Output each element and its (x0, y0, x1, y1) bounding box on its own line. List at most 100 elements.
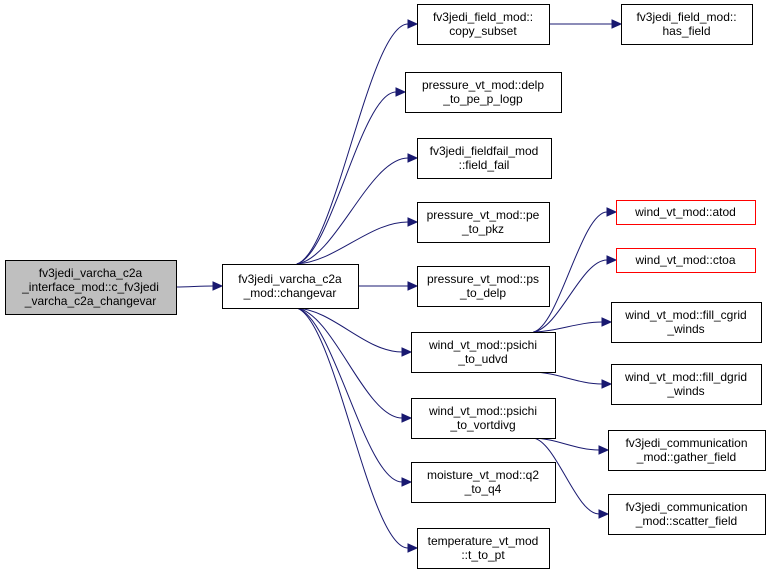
arrowhead-icon (601, 379, 613, 389)
node-box (411, 462, 556, 503)
node-label-line: _mod::gather_field (636, 450, 736, 464)
arrowhead-icon (401, 347, 413, 357)
arrowhead-icon (407, 19, 419, 29)
node-box (417, 202, 550, 243)
node-delp-to-pe[interactable]: pressure_vt_mod::delp_to_pe_p_logp (405, 72, 562, 113)
arrowhead-icon (598, 445, 610, 455)
node-label-line: wind_vt_mod::ctoa (634, 253, 735, 267)
node-label-line: _to_delp (459, 286, 506, 300)
edge-changevar-to-psichi_to_udvd (296, 307, 403, 353)
node-label-line: fv3jedi_field_mod:: (636, 10, 736, 24)
node-box (616, 200, 756, 225)
node-scatter-field[interactable]: fv3jedi_communication_mod::scatter_field (608, 494, 766, 535)
node-box (611, 302, 762, 343)
node-box (608, 430, 766, 471)
node-label-line: wind_vt_mod::psichi (428, 404, 537, 418)
node-q2-to-q4[interactable]: moisture_vt_mod::q2_to_q4 (411, 462, 556, 503)
arrowhead-icon (407, 217, 419, 227)
edge-psichi_to_udvd-to-fill_dgrid (533, 371, 603, 385)
node-copy-subset[interactable]: fv3jedi_field_mod::copy_subset (417, 4, 550, 45)
arrowhead-icon (407, 153, 419, 163)
arrowhead-icon (407, 281, 419, 291)
node-label-line: _mod::changevar (243, 286, 337, 300)
node-fill-dgrid[interactable]: wind_vt_mod::fill_dgrid_winds (611, 364, 762, 405)
node-label-line: fv3jedi_field_mod:: (433, 10, 533, 24)
node-box (608, 494, 766, 535)
node-ps-to-delp[interactable]: pressure_vt_mod::ps_to_delp (417, 266, 550, 307)
node-label-line: wind_vt_mod::atod (634, 205, 736, 219)
edge-psichi_to_udvd-to-fill_cgrid (533, 321, 603, 333)
edge-changevar-to-field_fail (296, 157, 409, 265)
node-atod[interactable]: wind_vt_mod::atod (616, 200, 756, 225)
node-box (621, 4, 753, 45)
node-has-field[interactable]: fv3jedi_field_mod::has_field (621, 4, 753, 45)
node-label-line: moisture_vt_mod::q2 (427, 468, 539, 482)
node-label-line: _to_q4 (464, 482, 502, 496)
arrowhead-icon (401, 477, 413, 487)
node-label-line: ::field_fail (459, 158, 510, 172)
nodes-layer: fv3jedi_varcha_c2a_interface_mod::c_fv3j… (5, 4, 766, 569)
arrowhead-icon (598, 509, 610, 519)
node-box (417, 138, 552, 179)
node-box (417, 4, 550, 45)
node-label-line: wind_vt_mod::fill_cgrid (624, 308, 746, 322)
arrowhead-icon (601, 317, 613, 327)
node-box (417, 266, 550, 307)
node-box (5, 260, 177, 315)
node-label-line: _interface_mod::c_fv3jedi (21, 280, 159, 294)
node-label-line: temperature_vt_mod (428, 534, 539, 548)
node-box (222, 264, 359, 309)
edge-psichi_to_udvd-to-ctoa (533, 259, 608, 333)
edge-root-to-changevar (175, 285, 214, 288)
node-changevar[interactable]: fv3jedi_varcha_c2a_mod::changevar (222, 264, 359, 309)
node-label-line: pressure_vt_mod::delp (422, 78, 544, 92)
edge-changevar-to-copy_subset (296, 23, 409, 265)
node-gather-field[interactable]: fv3jedi_communication_mod::gather_field (608, 430, 766, 471)
node-box (411, 332, 556, 373)
node-label-line: _winds (666, 322, 704, 336)
edge-changevar-to-psichi_to_vortdivg (296, 307, 403, 419)
node-label-line: fv3jedi_varcha_c2a (39, 266, 143, 280)
node-label-line: fv3jedi_varcha_c2a (238, 272, 342, 286)
edge-changevar-to-delp_to_pe (296, 91, 397, 265)
node-label-line: pressure_vt_mod::pe (427, 208, 540, 222)
node-label-line: pressure_vt_mod::ps (427, 272, 539, 286)
node-label-line: fv3jedi_communication (625, 436, 747, 450)
node-box (405, 72, 562, 113)
node-label-line: wind_vt_mod::fill_dgrid (624, 370, 747, 384)
node-field-fail[interactable]: fv3jedi_fieldfail_mod::field_fail (417, 138, 552, 179)
edge-changevar-to-t_to_pt (296, 307, 409, 549)
edge-psichi_to_udvd-to-atod (533, 211, 608, 333)
node-label-line: _to_pkz (461, 222, 504, 236)
node-box (616, 248, 756, 273)
node-psichi-to-udvd[interactable]: wind_vt_mod::psichi_to_udvd (411, 332, 556, 373)
node-box (611, 364, 762, 405)
node-label-line: _to_pe_p_logp (442, 92, 523, 106)
arrowhead-icon (407, 543, 419, 553)
node-label-line: _mod::scatter_field (635, 514, 737, 528)
node-t-to-pt[interactable]: temperature_vt_mod::t_to_pt (417, 528, 550, 569)
edge-psichi_to_vortdivg-to-scatter_field (533, 437, 600, 515)
arrowhead-icon (611, 19, 623, 29)
node-box (417, 528, 550, 569)
edge-changevar-to-pe_to_pkz (296, 221, 409, 265)
arrowhead-icon (212, 281, 224, 291)
node-box (411, 398, 556, 439)
node-label-line: ::t_to_pt (461, 548, 505, 562)
node-label-line: _to_udvd (457, 352, 507, 366)
node-ctoa[interactable]: wind_vt_mod::ctoa (616, 248, 756, 273)
node-label-line: wind_vt_mod::psichi (428, 338, 537, 352)
node-label-line: copy_subset (449, 24, 517, 38)
node-root[interactable]: fv3jedi_varcha_c2a_interface_mod::c_fv3j… (5, 260, 177, 315)
node-label-line: _to_vortdivg (449, 418, 515, 432)
node-fill-cgrid[interactable]: wind_vt_mod::fill_cgrid_winds (611, 302, 762, 343)
node-label-line: _varcha_c2a_changevar (24, 294, 156, 308)
node-pe-to-pkz[interactable]: pressure_vt_mod::pe_to_pkz (417, 202, 550, 243)
node-psichi-to-vortdivg[interactable]: wind_vt_mod::psichi_to_vortdivg (411, 398, 556, 439)
node-label-line: fv3jedi_fieldfail_mod (430, 144, 539, 158)
arrowhead-icon (401, 413, 413, 423)
arrowhead-icon (606, 207, 618, 217)
node-label-line: has_field (662, 24, 710, 38)
arrowhead-icon (606, 255, 618, 265)
